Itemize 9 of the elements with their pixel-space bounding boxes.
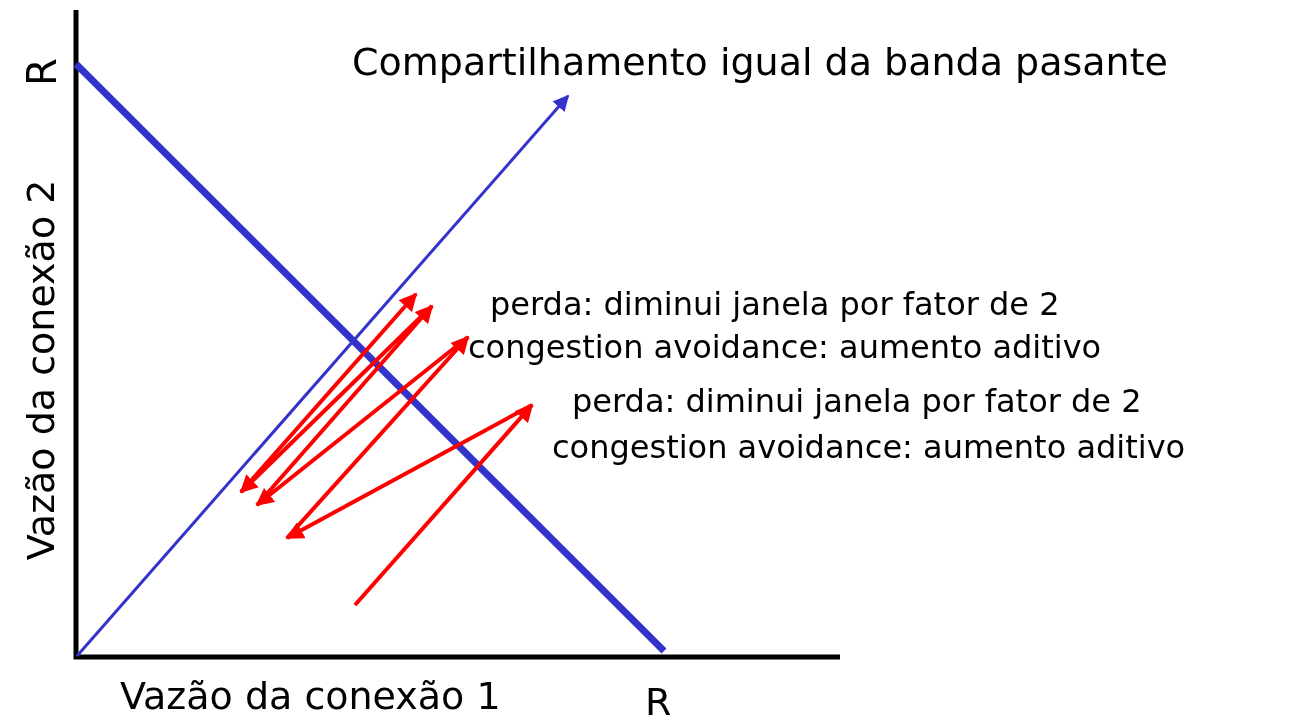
annotation-text: perda: diminui janela por fator de 2 — [490, 287, 1060, 323]
y-axis-title: Vazão da conexão 2 — [20, 179, 63, 561]
axis-max-label: R — [19, 58, 64, 86]
x-axis-title: Vazão da conexão 1 — [120, 676, 501, 718]
annotation-text: congestion avoidance: aumento aditivo — [552, 430, 1186, 466]
annotation-text: perda: diminui janela por fator de 2 — [572, 384, 1142, 420]
line-label: Compartilhamento igual da banda pasante — [352, 42, 1168, 84]
axis-max-label: R — [645, 682, 672, 724]
annotation-text: congestion avoidance: aumento aditivo — [468, 330, 1102, 366]
